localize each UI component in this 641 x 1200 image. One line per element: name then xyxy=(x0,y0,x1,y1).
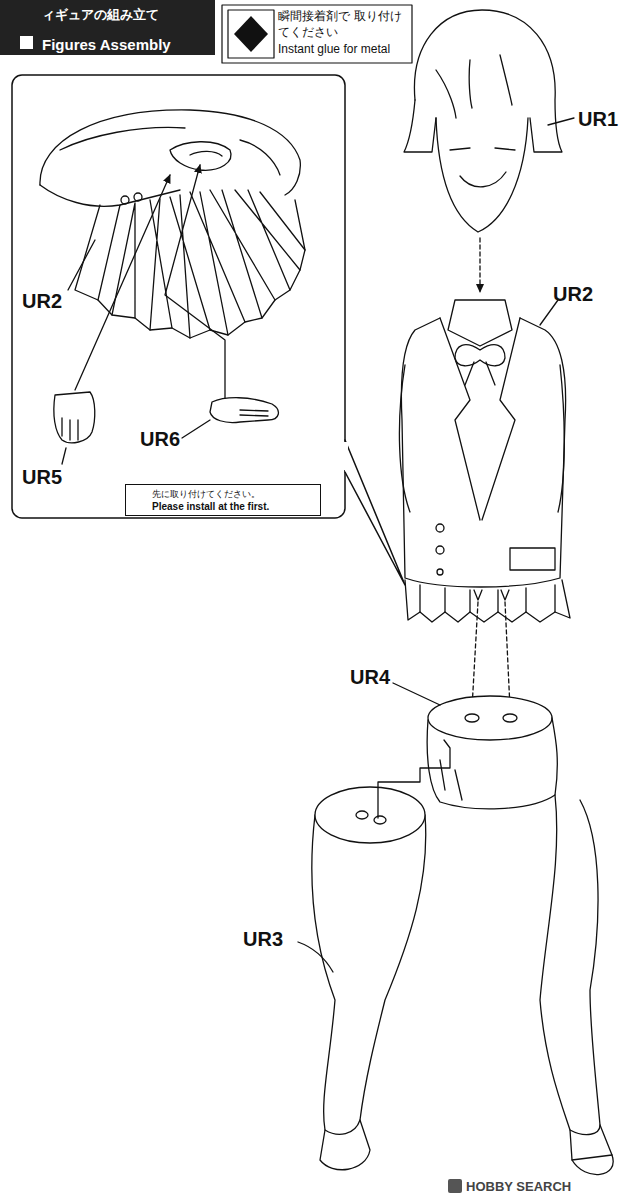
note-box: 瞬間接着剤で 取り付けてください Instant glue for metal xyxy=(276,7,410,58)
callout-number: UR2 xyxy=(22,290,62,313)
callout-number: UR5 xyxy=(22,466,62,489)
note-text: 先に取り付けてください。 xyxy=(152,488,316,501)
callout-number: UR1 xyxy=(578,108,618,131)
watermark-icon xyxy=(448,1179,462,1193)
callout-number: UR6 xyxy=(140,428,180,451)
note-text: Instant glue for metal xyxy=(278,42,408,56)
callout-number: UR2 xyxy=(553,283,593,306)
note-box: 先に取り付けてください。Please install at the first. xyxy=(125,484,321,516)
torso-part xyxy=(399,300,570,622)
callout-number: UR3 xyxy=(243,928,283,951)
note-text: 瞬間接着剤で 取り付けてください xyxy=(278,9,408,40)
head-part xyxy=(404,10,574,292)
note-box: ィギュアの組み立て Figures Assembly xyxy=(40,4,212,55)
note-text: Please install at the first. xyxy=(152,501,316,512)
callout-number: UR4 xyxy=(350,666,390,689)
watermark: HOBBY SEARCH xyxy=(466,1179,571,1194)
legs-part xyxy=(298,602,613,1175)
note-text: ィギュアの組み立て xyxy=(42,6,210,24)
header-icons xyxy=(0,0,412,63)
inset-panel xyxy=(12,75,405,585)
note-text: Figures Assembly xyxy=(42,36,210,53)
